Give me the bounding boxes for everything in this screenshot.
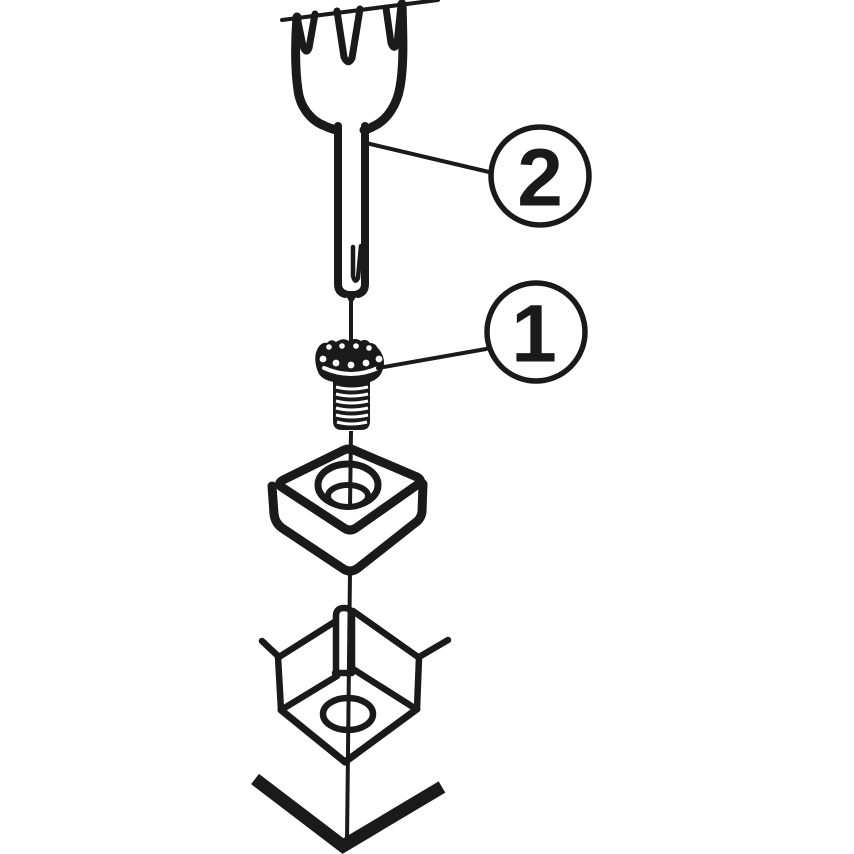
callout-2-label: 2: [517, 133, 563, 224]
handle-flute-right: [382, 1, 405, 51]
leader-line-1: [376, 347, 488, 370]
cutting-insert: [267, 444, 428, 576]
handle-flute-left: [293, 10, 319, 55]
torx-screw: [315, 339, 384, 430]
tip-flute: [350, 243, 364, 283]
pocket-notch-right: [415, 636, 452, 661]
handle-flute-middle: [333, 5, 364, 66]
center-axis-middle: [348, 430, 353, 509]
callout-1-label: 1: [511, 289, 557, 380]
center-axis-lower: [345, 570, 352, 842]
callout-2: 2: [488, 124, 592, 228]
tip-point: [345, 294, 358, 304]
insert-hole-inner: [325, 482, 371, 510]
leader-line-2: [364, 141, 491, 174]
torx-driver-shaft: [334, 122, 369, 304]
torx-driver-handle: [291, 0, 408, 135]
callout-1: 1: [484, 280, 588, 384]
holder-edge-chevron: [251, 773, 446, 854]
holder-pocket: [258, 604, 452, 766]
